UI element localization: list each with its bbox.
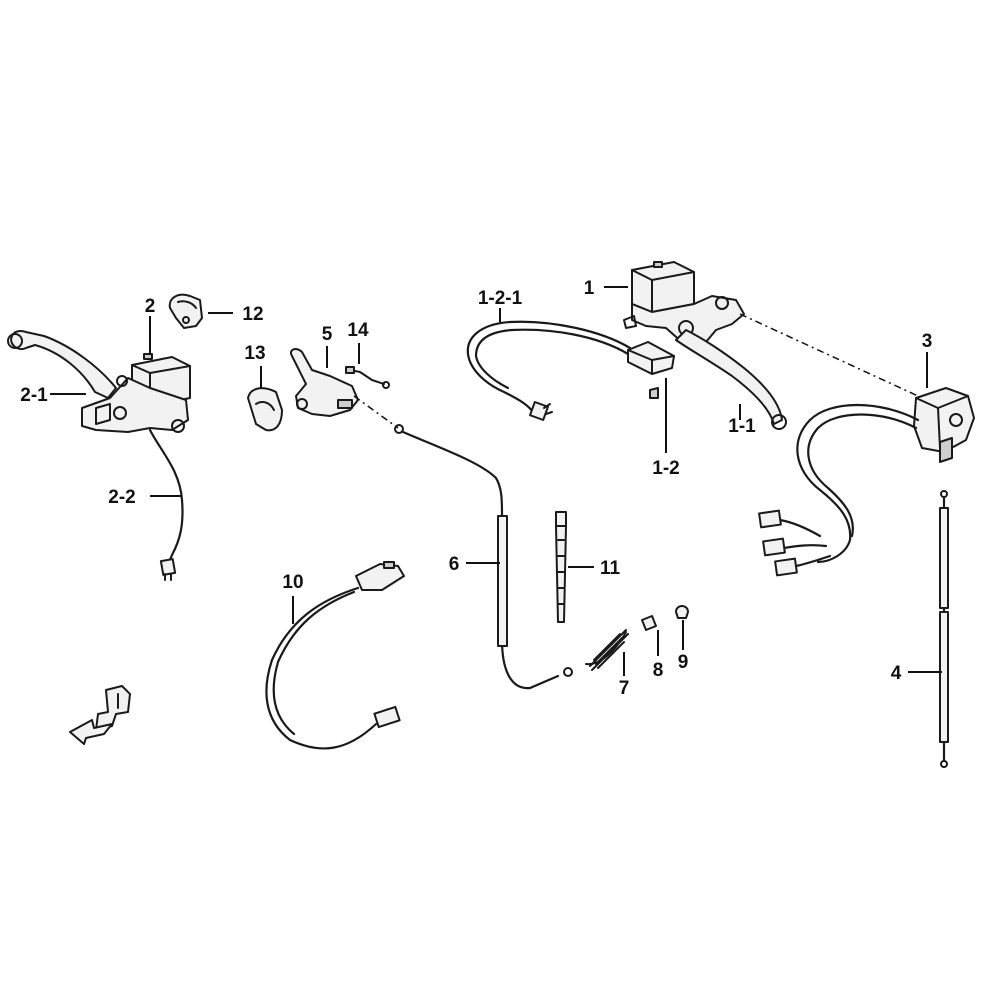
assembly-axis-1-3 <box>739 313 919 397</box>
callout-11: 11 <box>600 558 621 579</box>
callout-4: 4 <box>891 663 902 684</box>
right-brake-lever <box>675 329 787 430</box>
callout-1-2-1: 1-2-1 <box>478 288 523 309</box>
callout-7: 7 <box>619 678 630 699</box>
handlebar-switch-3 <box>913 387 975 463</box>
parking-brake-lever-5 <box>290 348 359 417</box>
callout-14: 14 <box>347 320 369 341</box>
callout-2-1: 2-1 <box>20 385 48 406</box>
assembly-axis-5-6 <box>353 395 399 429</box>
callout-13: 13 <box>244 343 265 364</box>
nut-9 <box>675 605 689 619</box>
left-master-cylinder <box>81 353 191 433</box>
stop-switch-1-2 <box>627 341 675 399</box>
cable-tie-11 <box>555 511 567 623</box>
callout-2: 2 <box>145 296 156 317</box>
switch-wire-10 <box>265 561 405 750</box>
parking-brake-cable-6 <box>394 424 573 690</box>
callout-10: 10 <box>282 572 303 593</box>
callout-9: 9 <box>678 652 689 673</box>
spring-7 <box>585 629 629 671</box>
callout-8: 8 <box>653 660 664 681</box>
spring-pin-14 <box>345 366 390 389</box>
callout-5: 5 <box>322 324 333 345</box>
left-stop-switch-wire <box>148 428 184 581</box>
lever-cover-13 <box>247 387 283 432</box>
handlebar-clamp-12 <box>168 293 203 329</box>
callout-6: 6 <box>449 554 460 575</box>
leader-lines <box>50 286 942 676</box>
callout-3: 3 <box>922 331 933 352</box>
callout-1: 1 <box>584 278 595 299</box>
callout-2-2: 2-2 <box>108 487 135 508</box>
callout-1-1: 1-1 <box>728 416 756 437</box>
rod-4 <box>939 490 949 768</box>
switch-harness <box>758 403 920 577</box>
collar-8 <box>641 615 657 631</box>
callout-12: 12 <box>242 304 263 325</box>
left-brake-lever <box>7 330 117 399</box>
callout-1-2: 1-2 <box>652 458 679 479</box>
stop-switch-wire-1-2-1 <box>466 320 632 421</box>
right-master-cylinder <box>623 261 745 345</box>
front-arrow-icon <box>69 685 131 745</box>
